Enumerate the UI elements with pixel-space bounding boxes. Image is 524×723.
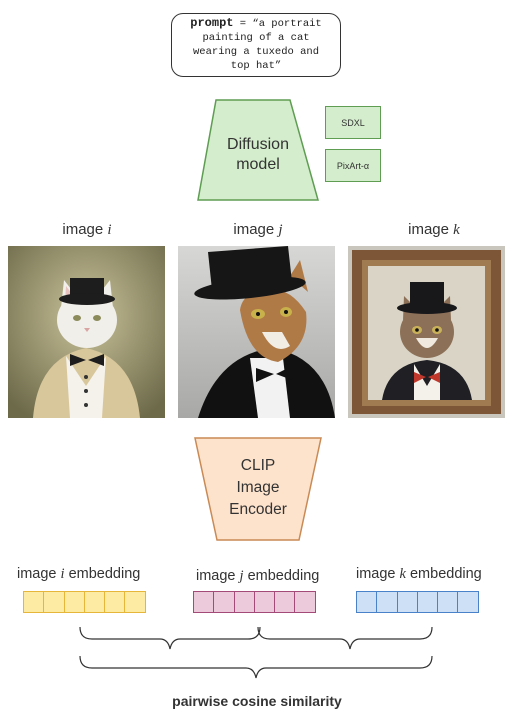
embedding-i-cell [63,591,85,613]
diffusion-model-shape [197,99,319,201]
prompt-text-line4: top hat” [230,60,282,72]
embedding-k-cell [376,591,398,613]
pairwise-braces [79,626,433,679]
image-i-label-var: i [107,222,112,238]
prompt-text-line3: wearing a tuxedo and [192,46,320,58]
image-k-label-var: k [453,222,460,238]
embedding-j-cell [274,591,296,613]
embedding-k-cell [396,591,418,613]
image-k-label: image k [354,221,514,239]
clip-encoder-label-line1: CLIP [240,457,276,474]
embedding-i-cell [124,591,146,613]
embedding-i-label: image i embedding [17,566,140,583]
clip-encoder-label: CLIP Image Encoder [193,455,323,521]
diffusion-model-label-line1: Diffusion [227,136,289,153]
brace-i-j [79,626,261,650]
embedding-j-cell [193,591,215,613]
embedding-k-label-var: k [399,566,406,582]
embedding-k-cell [437,591,459,613]
embedding-k-cell [457,591,479,613]
image-k-label-prefix: image [408,221,454,238]
clip-encoder-trapezoid [194,437,322,541]
clip-encoder-label-line3: Encoder [229,501,287,518]
embedding-j-cell [253,591,276,613]
embedding-k-cell [356,591,378,613]
embedding-i-cell [23,591,45,613]
embedding-j-label-prefix: image [196,568,240,584]
embedding-i-label-prefix: image [17,566,61,582]
embedding-j-vector [193,591,316,613]
embedding-j-cell [233,591,255,613]
embedding-j-label: image j embedding [196,568,319,585]
diffusion-model-label: Diffusion model [196,135,320,175]
embedding-k-cell [416,591,439,613]
clip-encoder-shape [194,437,322,541]
embedding-j-label-suffix: embedding [243,568,320,584]
embedding-j-cell [213,591,235,613]
image-j-label-prefix: image [233,221,279,238]
embedding-k-label-suffix: embedding [405,566,482,582]
embedding-i-cell [83,591,106,613]
model-option-pixart-label: PixArt-α [336,160,370,171]
image-j-label: image j [178,221,338,239]
embedding-i-cell [43,591,65,613]
model-option-sdxl: SDXL [325,106,381,139]
embedding-i-label-suffix: embedding [64,566,141,582]
embedding-i-vector [23,591,146,613]
embedding-i-label-var: i [60,566,65,582]
embedding-k-vector [356,591,479,613]
brace-i-k [79,655,433,679]
model-option-pixart: PixArt-α [325,149,381,182]
brace-j-k [257,626,433,650]
prompt-operator: = [233,18,253,30]
diffusion-model-label-line2: model [236,156,280,173]
prompt-text-line1: “a portrait [252,18,322,30]
prompt-box: prompt = “a portrait painting of a cat w… [171,13,341,77]
embedding-k-label: image k embedding [356,566,482,583]
embedding-k-label-prefix: image [356,566,400,582]
model-option-sdxl-label: SDXL [341,117,365,128]
image-k [348,246,505,418]
image-j-label-var: j [278,222,283,238]
prompt-text-line2: painting of a cat [202,32,310,44]
image-i [8,246,165,418]
prompt-keyword: prompt [190,16,234,30]
pairwise-cosine-similarity-label: pairwise cosine similarity [172,693,342,709]
image-i-label-prefix: image [62,221,108,238]
embedding-j-cell [294,591,316,613]
image-i-label: image i [7,221,167,239]
embedding-j-label-var: j [239,568,244,584]
image-j [178,246,335,418]
embedding-i-cell [104,591,126,613]
clip-encoder-label-line2: Image [236,479,280,496]
diffusion-model-trapezoid [197,99,319,201]
